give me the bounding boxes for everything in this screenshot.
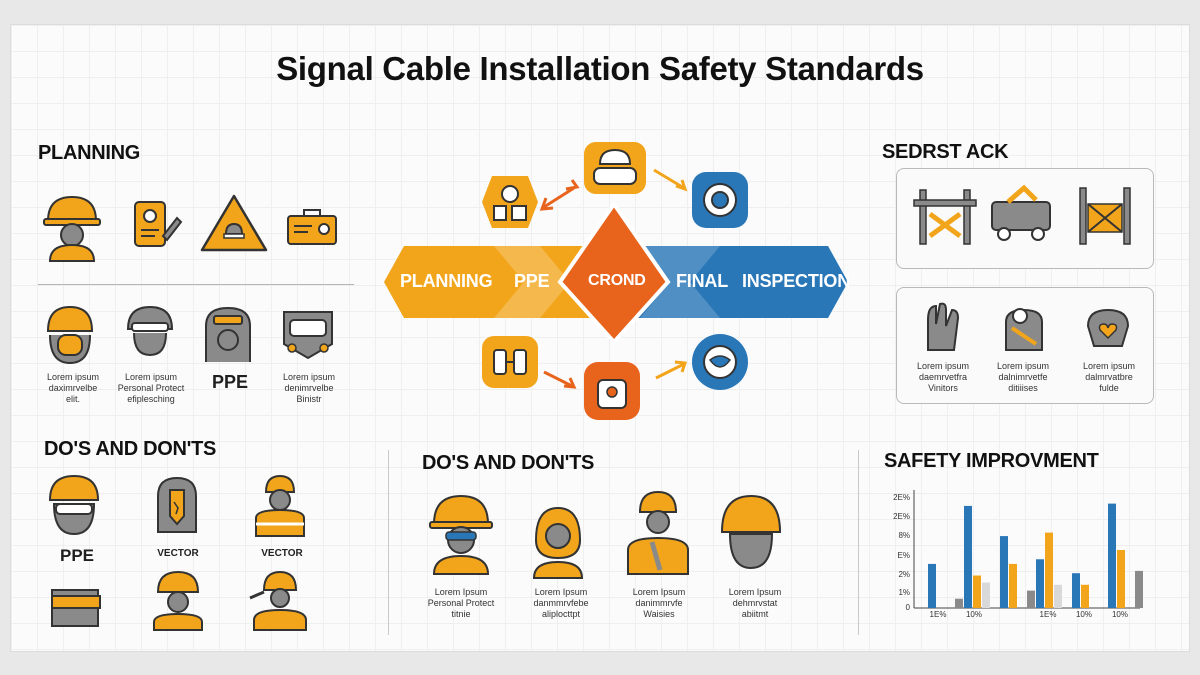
cable-truck-icon <box>991 184 1051 241</box>
flow-step-inspection: INSPECTION <box>742 271 851 291</box>
bar-g0-s3 <box>955 598 963 608</box>
bar-g3-s0 <box>1036 559 1044 608</box>
worker-glasses-icon <box>429 494 493 575</box>
lock-badge-icon <box>584 362 640 420</box>
x-tick-1: 10% <box>965 610 982 619</box>
gear-caption-1: Lorem ipsum daemrvetfra Vinitors <box>916 361 970 393</box>
ppe-caption-2: Lorem ipsum Personal Protect efipleschin… <box>117 372 185 404</box>
dos-mid-heading: DO'S AND DON'TS <box>422 452 595 474</box>
worker-vest-icon <box>255 474 305 537</box>
barrier-frame-icon <box>1079 187 1131 245</box>
ppe-caption-4: Lorem ipsum denimrvelbe Binistr <box>282 372 336 404</box>
bar-g4-s0 <box>1072 573 1080 608</box>
dos-ppe-label: PPE <box>60 546 95 565</box>
dos-mid-caption-1: Lorem Ipsum Personal Protect titnie <box>427 587 495 619</box>
bar-g5-s1 <box>1117 550 1125 608</box>
gear-caption-3: Lorem ipsum dalmrvatbre fulde <box>1082 361 1136 393</box>
dos-mid-caption-2: Lorem Ipsum danmmrvfebe aliplocttpt <box>533 587 589 619</box>
bar-g3-s1 <box>1045 532 1053 608</box>
flow-step-ppe: PPE <box>514 271 550 291</box>
first-aid-bag-icon <box>1086 308 1130 347</box>
bar-g0-s0 <box>928 563 936 608</box>
tools-badge-icon <box>482 176 538 228</box>
y-tick-1: 2E% <box>893 512 910 521</box>
planning-divider <box>38 284 354 285</box>
flow-step-crond: CROND <box>588 272 646 289</box>
ppe-label: PPE <box>212 372 249 392</box>
y-tick-5: 1% <box>898 588 910 597</box>
inspection-badge-icon <box>692 172 748 228</box>
safety-bar-chart <box>913 490 1143 609</box>
dos-mid-caption-4: Lorem Ipsum dehmrvstat abiitmt <box>728 587 782 619</box>
worker-large-helmet-icon <box>720 494 782 570</box>
hardhat-badge-icon <box>584 142 646 194</box>
welding-mask-icon <box>51 589 101 627</box>
worker-faceshield-icon <box>205 306 251 362</box>
x-tick-5: 10% <box>1111 610 1128 619</box>
bar-g4-s1 <box>1081 584 1089 608</box>
flow-step-final: FINAL <box>676 271 728 291</box>
harness-icon <box>1005 308 1043 351</box>
warning-triangle-icon <box>200 194 268 252</box>
bar-g5-s0 <box>1108 503 1116 608</box>
y-tick-4: 2% <box>898 570 910 579</box>
toolbox-icon <box>287 209 337 245</box>
ppe-caption-1: Lorem ipsum daximrvelbe elit. <box>46 372 100 404</box>
right-top-heading: SEDRST ACK <box>882 141 1009 163</box>
bar-g3-s2 <box>1054 584 1062 608</box>
gear-badge-icon <box>482 336 538 388</box>
gloves-icon <box>927 302 960 351</box>
worker-drill-icon <box>249 570 307 631</box>
x-tick-3: 1E% <box>1039 610 1057 619</box>
x-tick-0: 1E% <box>929 610 947 619</box>
worker-headset-icon <box>46 305 94 365</box>
permit-tag-icon <box>134 201 183 247</box>
gear-caption-2: Lorem ipsum dalnimrvetfe ditiiises <box>996 361 1050 393</box>
bar-g1-s2 <box>982 582 990 608</box>
bar-g5-s3 <box>1135 570 1143 608</box>
section-divider-right <box>858 450 859 635</box>
dos-mid-caption-3: Lorem Ipsum danimmrvfe Waisies <box>632 587 686 619</box>
worker-helmet-icon <box>153 570 203 631</box>
worker-hood-icon <box>532 506 584 579</box>
dos-left-heading: DO'S AND DON'TS <box>44 438 217 460</box>
bar-g2-s3 <box>1027 590 1035 608</box>
flow-step-planning: PLANNING <box>400 271 493 291</box>
hazard-shield-icon <box>157 476 197 533</box>
worker-goggles-icon <box>48 474 100 536</box>
y-tick-0: 2E% <box>893 493 910 502</box>
y-tick-2: 8% <box>898 531 910 540</box>
x-tick-4: 10% <box>1075 610 1092 619</box>
y-tick-3: E% <box>897 551 910 560</box>
bar-g2-s1 <box>1009 563 1017 608</box>
mask-badge-icon <box>692 334 748 390</box>
bar-g1-s0 <box>964 505 972 608</box>
worker-hardhat-icon <box>43 195 101 262</box>
ppe-goggles-icon <box>283 311 333 360</box>
bar-g1-s1 <box>973 575 981 608</box>
scaffold-icon <box>913 189 977 245</box>
page-title: Signal Cable Installation Safety Standar… <box>276 50 924 87</box>
section-divider-left <box>388 450 389 635</box>
chart-title: SAFETY IMPROVMENT <box>884 450 1099 472</box>
planning-heading: PLANNING <box>38 142 141 164</box>
worker-respirator-icon <box>126 305 174 357</box>
bar-g2-s0 <box>1000 536 1008 608</box>
dos-vector-label-2: VECTOR <box>261 548 303 559</box>
dos-vector-label-1: VECTOR <box>157 548 199 559</box>
worker-tool-icon <box>627 490 689 575</box>
y-tick-6: 0 <box>905 603 910 612</box>
